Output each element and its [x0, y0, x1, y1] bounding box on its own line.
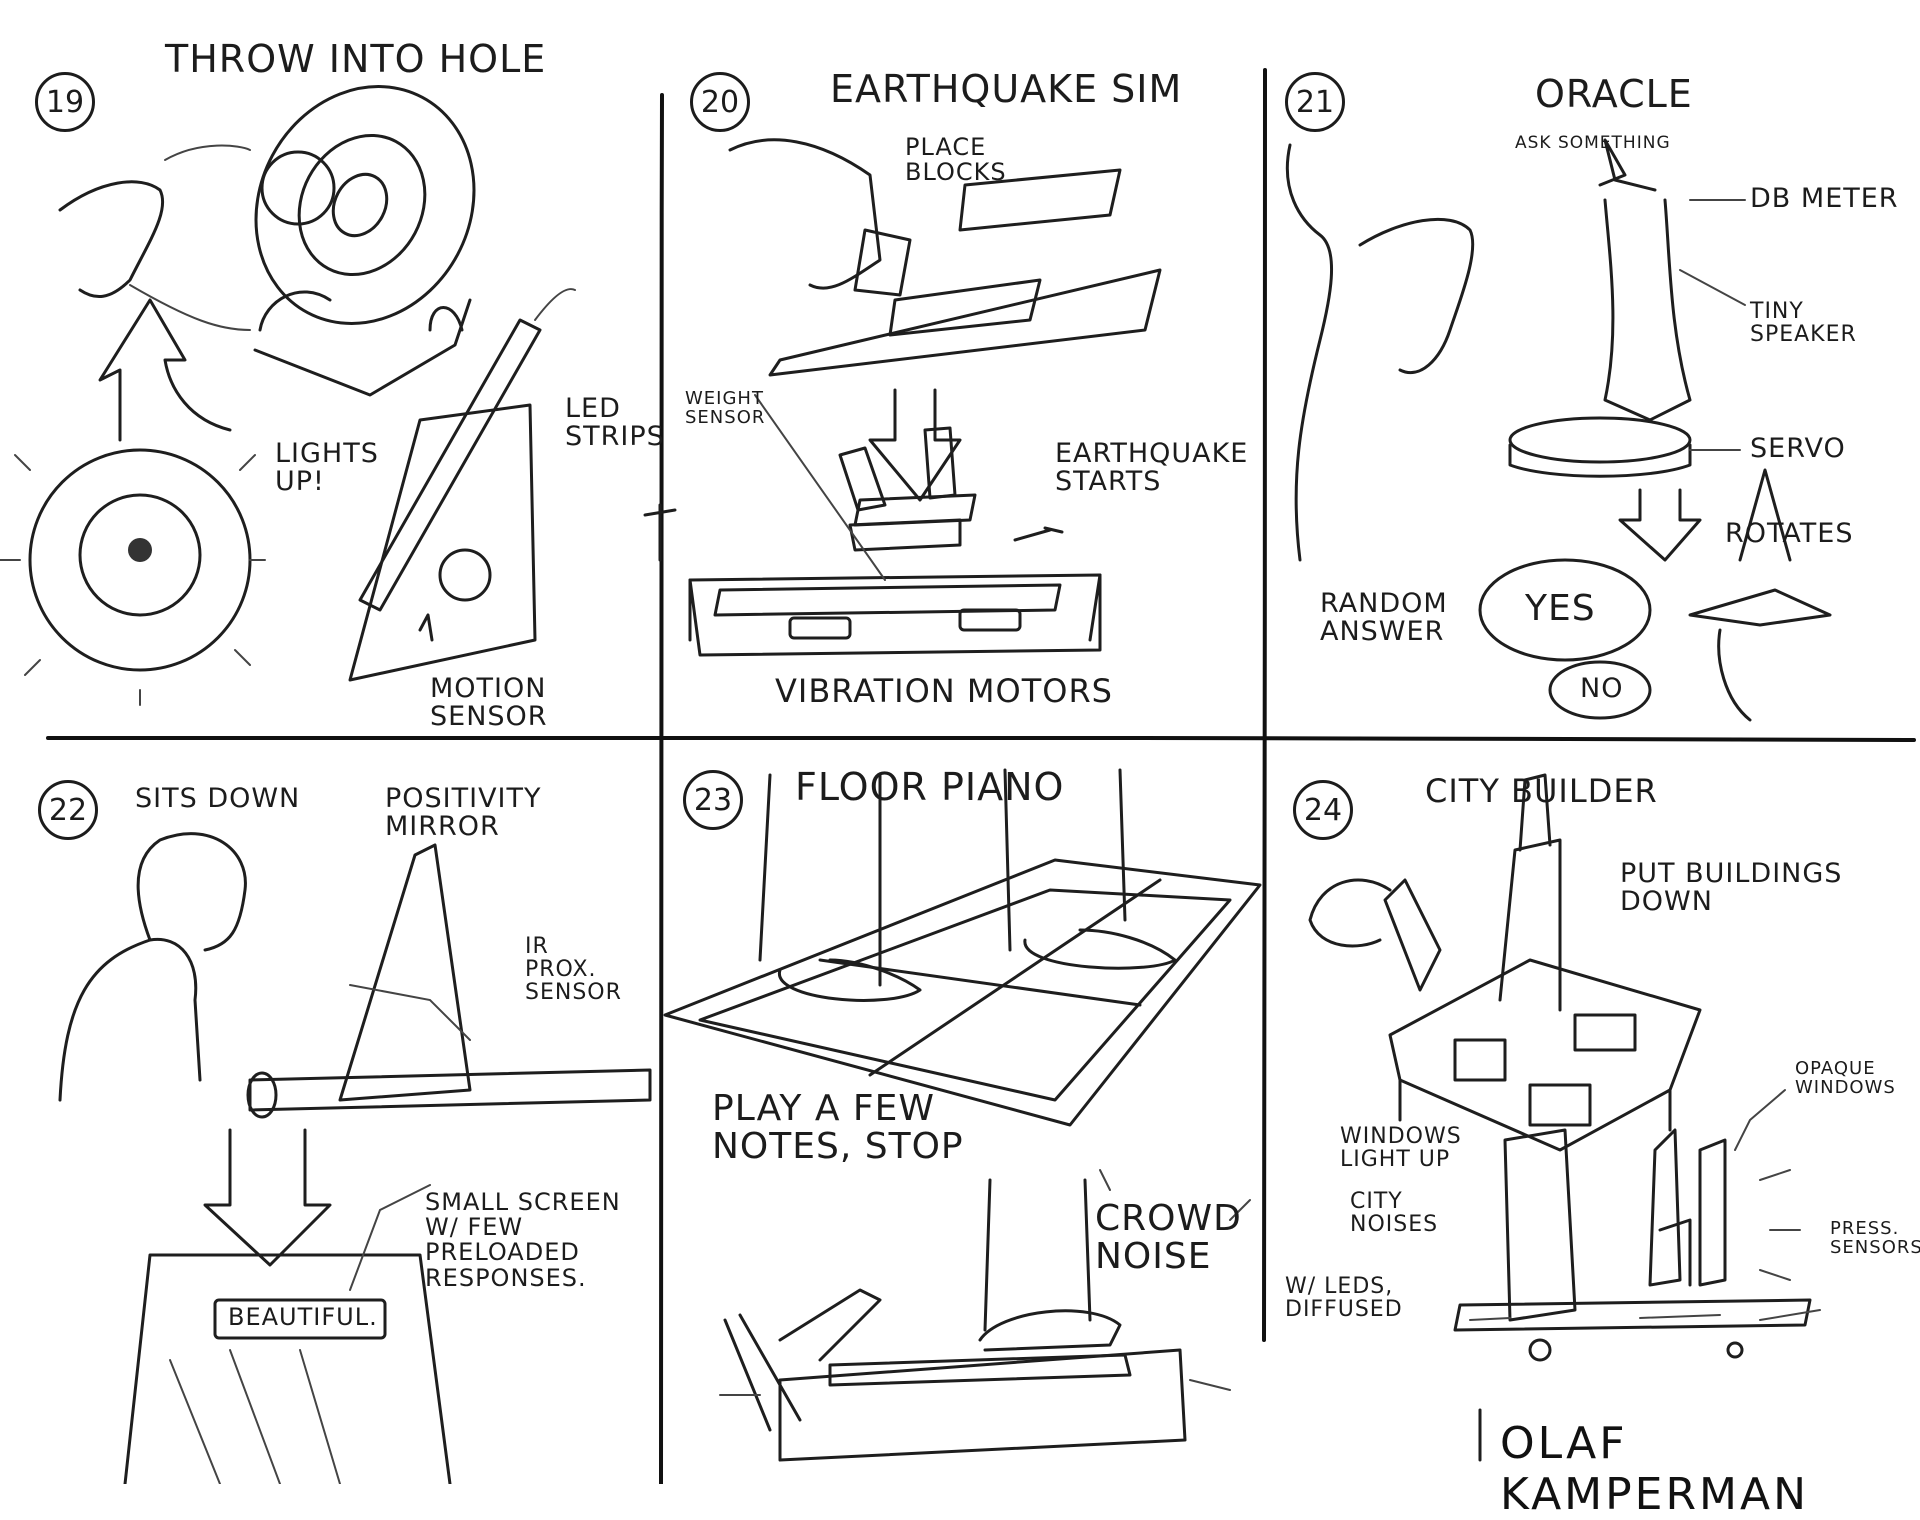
- led-strips-label: LED STRIPS: [565, 393, 665, 453]
- panel-24-title: CITY BUILDER: [1425, 772, 1658, 810]
- panel-23-number: 23: [683, 770, 743, 830]
- earthquake-table-drawing: [643, 138, 1162, 657]
- servo-label: SERVO: [1750, 433, 1846, 464]
- yes-bubble-text: YES: [1525, 588, 1596, 629]
- annotation-leaders: [349, 199, 1821, 1321]
- panel-dividers: [46, 68, 1916, 1484]
- target-disc-drawing: [253, 85, 476, 397]
- crowd-noise-label: CROWD NOISE: [1095, 1198, 1242, 1277]
- throwing-hand-drawing: [58, 144, 251, 331]
- place-blocks-label: PLACE BLOCKS: [905, 133, 1007, 187]
- person-mirror-drawing: [58, 832, 652, 1484]
- opaque-windows-label: OPAQUE WINDOWS: [1795, 1058, 1896, 1098]
- lights-up-label: LIGHTS UP!: [275, 438, 379, 498]
- city-noises-label: CITY NOISES: [1350, 1189, 1439, 1238]
- sketch-artwork: [0, 68, 1916, 1484]
- press-sensors-label: PRESS. SENSORS: [1830, 1218, 1920, 1258]
- panel-20-number: 20: [690, 72, 750, 132]
- db-meter-label: DB METER: [1750, 183, 1899, 214]
- positivity-mirror-label: POSITIVITY MIRROR: [385, 783, 542, 843]
- windows-light-up-label: WINDOWS LIGHT UP: [1340, 1124, 1462, 1173]
- beautiful-screen-text: BEAUTIFUL.: [228, 1303, 378, 1331]
- led-strip-box-drawing: [348, 318, 542, 682]
- artist-signature: OLAF KAMPERMAN: [1500, 1418, 1810, 1520]
- random-answer-label: RANDOM ANSWER: [1320, 588, 1448, 648]
- put-buildings-down-label: PUT BUILDINGS DOWN: [1620, 858, 1843, 918]
- ir-prox-sensor-label: IR PROX. SENSOR: [525, 934, 622, 1006]
- ask-something-label: ASK SOMETHING: [1515, 133, 1671, 153]
- motion-sensor-label: MOTION SENSOR: [430, 673, 548, 733]
- play-a-few-notes-label: PLAY A FEW NOTES, STOP: [712, 1088, 964, 1167]
- panel-21-number: 21: [1285, 72, 1345, 132]
- panel-24-number: 24: [1293, 780, 1353, 840]
- weight-sensor-label: WEIGHT SENSOR: [685, 388, 766, 428]
- panel-21-title: ORACLE: [1535, 72, 1693, 116]
- oracle-drawing: [1285, 138, 1832, 722]
- small-screen-label: SMALL SCREEN W/ FEW PRELOADED RESPONSES.: [425, 1188, 621, 1292]
- tiny-speaker-label: TINY SPEAKER: [1750, 299, 1857, 348]
- panel-23-title: FLOOR PIANO: [795, 765, 1065, 809]
- sits-down-label: SITS DOWN: [135, 783, 301, 814]
- rotates-label: ROTATES: [1725, 518, 1854, 549]
- no-bubble-text: NO: [1580, 673, 1624, 704]
- storyboard-sheet: 19 THROW INTO HOLE LIGHTS UP! LED STRIPS…: [0, 37, 1920, 1520]
- city-builder-drawing: [1308, 773, 1812, 1462]
- panel-20-title: EARTHQUAKE SIM: [830, 67, 1183, 111]
- lit-target-drawing: [0, 298, 266, 706]
- panel-19-title: THROW INTO HOLE: [165, 37, 547, 81]
- vibration-motors-label: VIBRATION MOTORS: [775, 672, 1113, 710]
- leds-diffused-label: W/ LEDS, DIFFUSED: [1285, 1274, 1403, 1323]
- floor-piano-drawing: [663, 768, 1262, 1462]
- panel-19-number: 19: [35, 72, 95, 132]
- panel-22-number: 22: [38, 780, 98, 840]
- earthquake-starts-label: EARTHQUAKE STARTS: [1055, 438, 1249, 498]
